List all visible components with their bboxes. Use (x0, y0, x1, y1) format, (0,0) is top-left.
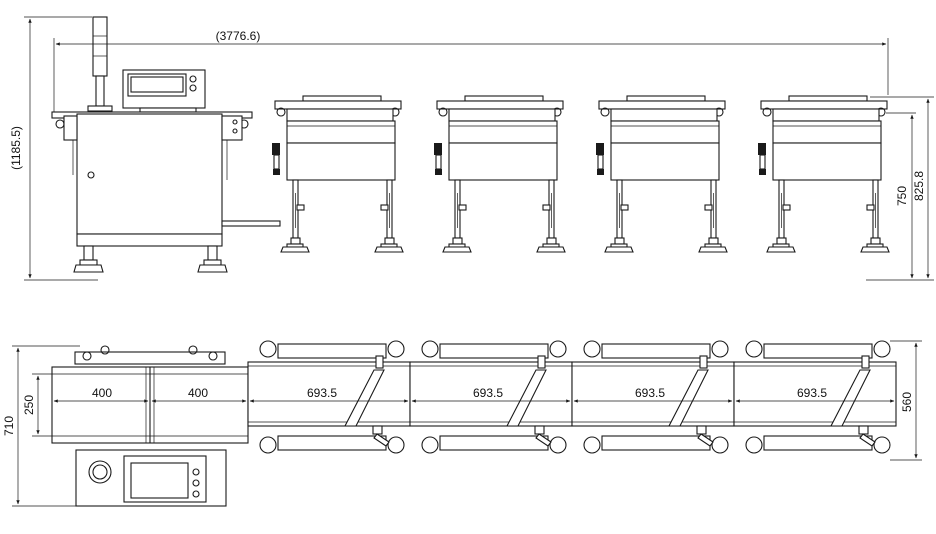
frame-height-label: 750 (895, 186, 909, 206)
sorter-length-label: 693.5 (635, 386, 665, 400)
section-length-2-label: 400 (188, 386, 208, 400)
frame-height-dimension: 750 (866, 112, 916, 281)
overall-length-dimension: (3776.6) (53, 29, 889, 112)
overall-width-label: 710 (2, 416, 16, 436)
sorter-length-label: 693.5 (797, 386, 827, 400)
conveyor-height-dimension: 825.8 (870, 96, 934, 281)
sorter-length-label: 693.5 (473, 386, 503, 400)
section-length-dimension: 400 400 (53, 386, 247, 403)
belt-width-label: 250 (22, 395, 36, 415)
belt-width-dimension: 250 (22, 373, 52, 437)
overall-width-dimension: 710 (2, 345, 80, 507)
section-length-1-label: 400 (92, 386, 112, 400)
conveyor-height-label: 825.8 (912, 171, 926, 201)
overall-height-label: (1185.5) (9, 126, 23, 170)
sorter-length-dimensions: 693.5 693.5 693.5 693.5 (249, 386, 895, 403)
overall-length-label: (3776.6) (216, 29, 261, 43)
top-view (51, 340, 897, 507)
sorter-length-label: 693.5 (307, 386, 337, 400)
side-view (51, 16, 890, 273)
overall-height-dimension: (1185.5) (9, 16, 98, 281)
sorter-width-label: 560 (900, 392, 914, 412)
sorter-width-dimension: 560 (890, 340, 922, 461)
